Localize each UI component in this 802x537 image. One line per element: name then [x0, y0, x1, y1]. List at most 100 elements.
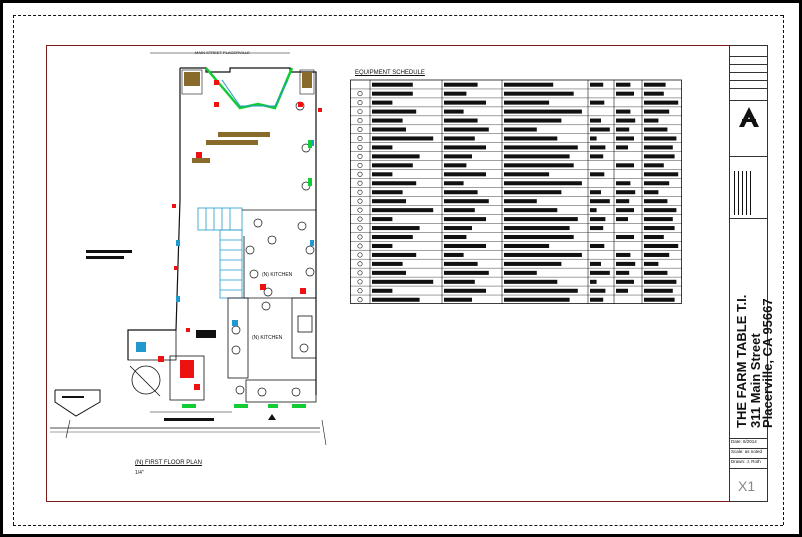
schedule-cell	[644, 190, 659, 195]
sheet-border-top	[13, 15, 783, 16]
schedule-cell	[616, 279, 634, 284]
schedule-cell	[590, 261, 601, 266]
schedule-tag	[357, 252, 363, 258]
architect-info	[734, 171, 754, 215]
schedule-cell	[444, 91, 467, 96]
schedule-cell	[590, 279, 597, 284]
schedule-cell	[444, 136, 475, 141]
schedule-cell	[372, 145, 393, 150]
schedule-cell	[504, 172, 550, 177]
project-city: Placerville, CA 95667	[760, 298, 775, 428]
kitchen-label-lower: (N) KITCHEN	[252, 335, 283, 341]
sheet-number: X1	[738, 478, 756, 494]
schedule-cell	[644, 261, 659, 266]
revision-row	[730, 64, 767, 65]
schedule-cell	[372, 297, 420, 302]
schedule-cell	[444, 154, 472, 159]
schedule-cell	[644, 270, 668, 275]
kitchen-label-upper: (N) KITCHEN	[262, 272, 293, 278]
schedule-cell	[504, 181, 582, 186]
schedule-cell	[444, 279, 475, 284]
schedule-tag	[357, 270, 363, 276]
schedule-cell	[644, 208, 677, 213]
schedule-tag	[357, 180, 363, 186]
divider	[730, 156, 767, 157]
schedule-cell	[372, 154, 420, 159]
schedule-cell	[590, 217, 606, 222]
scale-field: Scale: as noted	[731, 449, 763, 454]
schedule-cell	[644, 226, 675, 231]
schedule-tag	[357, 153, 363, 159]
schedule-cell	[504, 100, 550, 105]
schedule-cell	[644, 217, 673, 222]
schedule-cell	[444, 235, 467, 240]
schedule-cell	[372, 190, 403, 195]
schedule-cell	[616, 217, 628, 222]
schedule-cell	[616, 208, 634, 213]
schedule-tag	[357, 91, 363, 97]
schedule-cell	[372, 127, 406, 132]
schedule-tag	[357, 207, 363, 213]
schedule-cell	[444, 288, 486, 293]
schedule-cell	[644, 145, 673, 150]
schedule-cell	[504, 208, 558, 213]
schedule-cell	[372, 136, 434, 141]
schedule-cell	[372, 243, 393, 248]
schedule-cell	[372, 270, 406, 275]
schedule-cell	[644, 252, 670, 257]
schedule-cell	[444, 226, 472, 231]
schedule-cell	[372, 199, 406, 204]
schedule-cell	[644, 163, 664, 168]
schedule-cell	[644, 288, 673, 293]
schedule-cell	[644, 243, 679, 248]
schedule-tag	[357, 216, 363, 222]
architect-logo	[739, 107, 759, 127]
schedule-cell	[616, 82, 631, 87]
schedule-cell	[590, 226, 604, 231]
schedule-cell	[616, 235, 634, 240]
schedule-cell	[504, 252, 582, 257]
schedule-cell	[644, 118, 659, 123]
schedule-cell	[504, 235, 574, 240]
schedule-cell	[504, 243, 550, 248]
schedule-cell	[590, 288, 606, 293]
schedule-cell	[444, 118, 478, 123]
schedule-tag	[357, 162, 363, 168]
schedule-cell	[372, 91, 413, 96]
schedule-cell	[616, 136, 634, 141]
schedule-cell	[616, 261, 636, 266]
schedule-cell	[644, 199, 668, 204]
schedule-cell	[504, 270, 537, 275]
schedule-cell	[504, 190, 562, 195]
schedule-cell	[372, 100, 393, 105]
schedule-cell	[504, 297, 570, 302]
schedule-cell	[372, 118, 403, 123]
sheet-border-left	[13, 15, 14, 525]
sheet-border-bottom	[13, 525, 783, 526]
schedule-cell	[444, 199, 489, 204]
schedule-cell	[504, 279, 558, 284]
schedule-cell	[504, 91, 574, 96]
schedule-tag	[357, 234, 363, 240]
schedule-tag	[357, 279, 363, 285]
divider	[730, 438, 767, 439]
schedule-tag	[357, 297, 363, 303]
schedule-cell	[504, 127, 537, 132]
schedule-cell	[444, 190, 478, 195]
schedule-cell	[444, 261, 478, 266]
schedule-cell	[372, 217, 393, 222]
divider	[730, 468, 767, 469]
schedule-cell	[616, 288, 628, 293]
schedule-cell	[444, 163, 467, 168]
schedule-cell	[590, 172, 605, 177]
revision-row	[730, 72, 767, 73]
schedule-cell	[372, 82, 413, 87]
schedule-cell	[372, 163, 413, 168]
schedule-cell	[616, 199, 630, 204]
sheet-border-right	[783, 15, 784, 525]
schedule-cell	[616, 190, 636, 195]
date-field: Date: 8/2014	[731, 439, 757, 444]
schedule-cell	[504, 199, 537, 204]
revision-row	[730, 88, 767, 89]
schedule-cell	[644, 136, 677, 141]
